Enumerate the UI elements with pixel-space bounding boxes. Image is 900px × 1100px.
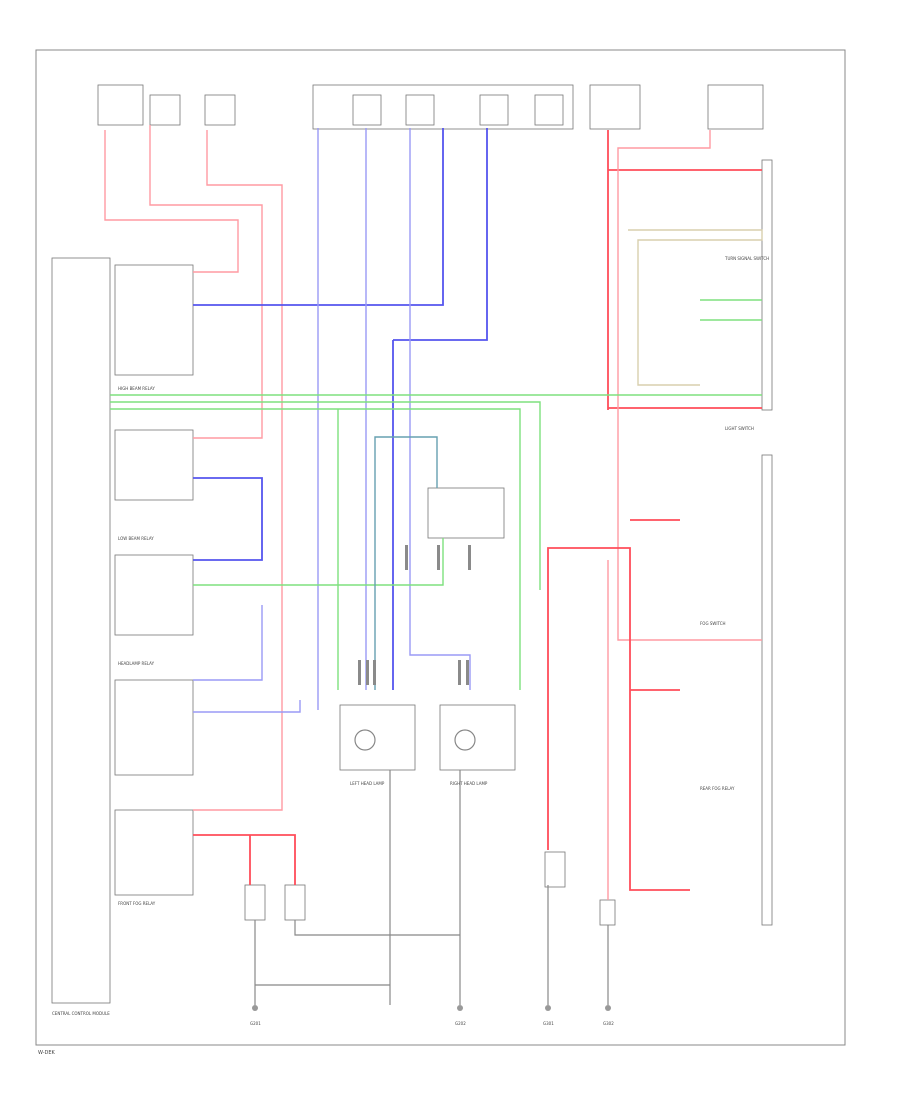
ground-symbols: G201 G202 G301 G302 xyxy=(250,1005,614,1026)
low-beam-relay-label: LOW BEAM RELAY xyxy=(118,536,154,541)
left-headlamp-label: LEFT HEAD LAMP xyxy=(350,781,385,786)
green-wires xyxy=(110,299,762,690)
rear-fog-lamp xyxy=(599,899,616,926)
control-module-box xyxy=(51,257,111,1004)
rear-fog-relay-label: REAR FOG RELAY xyxy=(700,786,735,791)
high-beam-relay-label: HIGH BEAM RELAY xyxy=(118,386,155,391)
fog-switch-label: FOG SWITCH xyxy=(700,621,726,626)
left-relays: HIGH BEAM RELAY LOW BEAM RELAY HEADLAMP … xyxy=(114,264,194,906)
fog-relay-label: FRONT FOG RELAY xyxy=(118,901,156,906)
ground-label-2: G202 xyxy=(455,1021,466,1026)
tan-wire xyxy=(628,229,763,386)
right-fog-lamp xyxy=(284,884,306,921)
control-module-label: CENTRAL CONTROL MODULE xyxy=(52,1011,110,1016)
right-headlamp-label: RIGHT HEAD LAMP xyxy=(450,781,488,786)
ground-label-1: G201 xyxy=(250,1021,261,1026)
turn-signal-label: TURN SIGNAL SWITCH xyxy=(724,256,769,261)
footer-code: W-DEK xyxy=(38,1050,56,1056)
connector-marks xyxy=(358,545,471,685)
ground-wires xyxy=(254,770,609,1005)
diagram-frame xyxy=(35,49,846,1046)
fuse-row xyxy=(97,84,764,130)
headlamp-relay-label: HEADLAMP RELAY xyxy=(118,661,155,666)
right-switches: TURN SIGNAL SWITCH LIGHT SWITCH FOG SWIT… xyxy=(700,159,773,926)
teal-wire xyxy=(374,436,438,690)
headlamps: LEFT HEAD LAMP RIGHT HEAD LAMP xyxy=(339,704,516,786)
fog-module xyxy=(544,851,566,888)
left-fog-lamp xyxy=(244,884,266,921)
light-switch-label: LIGHT SWITCH xyxy=(725,426,754,431)
red-wires xyxy=(104,125,762,900)
blue-wires xyxy=(193,128,488,713)
center-fuse-box xyxy=(427,487,505,539)
ground-label-3: G301 xyxy=(543,1021,554,1026)
ground-label-4: G302 xyxy=(603,1021,614,1026)
